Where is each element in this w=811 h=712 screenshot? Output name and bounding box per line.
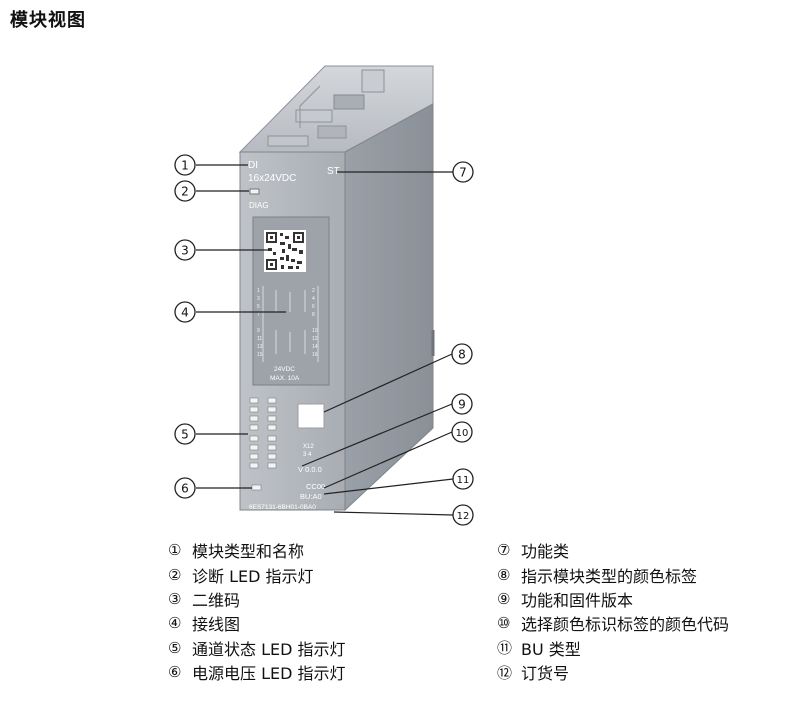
color-code-label: CC00 — [306, 482, 325, 491]
legend-text: 指示模块类型的颜色标签 — [521, 566, 698, 586]
module-side-face — [344, 103, 434, 512]
supply-rating-label: 24VDC — [274, 366, 295, 373]
legend-text: 功能和固件版本 — [521, 590, 634, 610]
legend-item: ⑪ BU 类型 — [497, 636, 729, 660]
legend-number: ⑫ — [497, 663, 513, 682]
bu-type-label: BU:A0 — [300, 492, 322, 501]
callout-number-5: 5 — [181, 428, 189, 442]
svg-text:14: 14 — [312, 344, 318, 350]
legend-number: ⑧ — [497, 565, 511, 584]
legend-item: ⑥ 电源电压 LED 指示灯 — [168, 660, 346, 684]
legend-number: ⑤ — [168, 638, 182, 657]
legend-number: ⑩ — [497, 614, 511, 633]
legend-number: ⑥ — [168, 663, 182, 682]
firmware-label-1: X12 — [303, 444, 314, 450]
order-number-label: 6ES7131-6BH01-0BA0 — [249, 504, 316, 511]
wiring-diagram — [262, 286, 319, 362]
legend-text: 通道状态 LED 指示灯 — [192, 639, 346, 659]
callout-leader-lines — [196, 164, 457, 516]
channel-status-leds — [249, 397, 277, 469]
legend-text: 订货号 — [521, 664, 570, 684]
legend-number: ⑦ — [497, 541, 511, 560]
legend-item: ③ 二维码 — [168, 587, 346, 611]
legend-item: ⑦ 功能类 — [497, 538, 729, 562]
legend-text: 功能类 — [521, 542, 570, 562]
legend-number: ② — [168, 565, 182, 584]
legend-number: ⑪ — [497, 639, 513, 658]
svg-text:4: 4 — [312, 296, 315, 302]
firmware-version-label: V 0.0.0 — [298, 465, 322, 474]
legend-text: 模块类型和名称 — [192, 542, 305, 562]
legend-text: BU 类型 — [521, 639, 581, 659]
legend-number: ③ — [168, 589, 182, 608]
svg-text:5: 5 — [257, 304, 260, 310]
legend-item: ① 模块类型和名称 — [168, 538, 346, 562]
svg-text:12: 12 — [312, 336, 318, 342]
callout-number-7: 7 — [459, 166, 467, 180]
legend-number: ① — [168, 541, 182, 560]
module-type-label-2: 16x24VDC — [248, 173, 296, 184]
legend-item: ④ 接线图 — [168, 611, 346, 635]
supply-rating-label-2: MAX. 10A — [270, 375, 300, 382]
svg-text:9: 9 — [257, 328, 260, 334]
callout-number-9: 9 — [458, 398, 466, 412]
firmware-label-2: 3 4 — [303, 452, 312, 458]
callout-number-6: 6 — [181, 482, 189, 496]
callout-circles — [174, 154, 474, 526]
legend-item: ② 诊断 LED 指示灯 — [168, 562, 346, 586]
svg-text:16: 16 — [312, 352, 318, 358]
legend-left-column: ① 模块类型和名称 ② 诊断 LED 指示灯 ③ 二维码 ④ 接线图 ⑤ 通道状态 LED… — [168, 538, 346, 684]
legend-right-column: ⑦ 功能类 ⑧ 指示模块类型的颜色标签 ⑨ 功能和固件版本 ⑩ 选择颜色标识标签的颜色代… — [497, 538, 729, 684]
function-class-label: ST — [327, 166, 340, 177]
legend-number: ④ — [168, 614, 182, 633]
legend-text: 接线图 — [192, 615, 241, 635]
callout-number-12: 12 — [457, 511, 470, 522]
svg-text:3: 3 — [257, 296, 260, 302]
svg-text:11: 11 — [257, 336, 262, 342]
legend-number: ⑨ — [497, 589, 511, 608]
legend-text: 诊断 LED 指示灯 — [192, 566, 314, 586]
svg-text:6: 6 — [312, 304, 315, 310]
legend-item: ⑩ 选择颜色标识标签的颜色代码 — [497, 611, 729, 635]
callout-number-4: 4 — [181, 306, 189, 320]
callout-number-2: 2 — [181, 185, 189, 199]
callout-number-3: 3 — [181, 244, 189, 258]
svg-text:8: 8 — [312, 312, 315, 318]
color-label — [297, 403, 325, 429]
legend-item: ⑧ 指示模块类型的颜色标签 — [497, 562, 729, 586]
legend-item: ⑫ 订货号 — [497, 660, 729, 684]
svg-text:15: 15 — [257, 352, 263, 358]
legend-text: 二维码 — [192, 590, 241, 610]
module-type-label: DI — [248, 160, 258, 171]
callout-number-10: 10 — [456, 428, 469, 439]
svg-text:2: 2 — [312, 288, 315, 294]
callout-number-11: 11 — [457, 475, 470, 486]
svg-text:13: 13 — [257, 344, 263, 350]
page-title: 模块视图 — [10, 10, 86, 31]
power-supply-led — [251, 484, 262, 491]
svg-text:1: 1 — [257, 288, 260, 294]
callout-number-8: 8 — [458, 348, 466, 362]
legend-item: ⑤ 通道状态 LED 指示灯 — [168, 636, 346, 660]
callout-number-1: 1 — [181, 159, 189, 173]
svg-text:7: 7 — [257, 312, 260, 318]
legend-text: 电源电压 LED 指示灯 — [192, 664, 346, 684]
svg-text:10: 10 — [312, 328, 318, 334]
legend-text: 选择颜色标识标签的颜色代码 — [521, 615, 730, 635]
legend-item: ⑨ 功能和固件版本 — [497, 587, 729, 611]
qr-code — [264, 230, 306, 272]
diag-label: DIAG — [249, 201, 269, 210]
diag-led — [249, 188, 260, 195]
